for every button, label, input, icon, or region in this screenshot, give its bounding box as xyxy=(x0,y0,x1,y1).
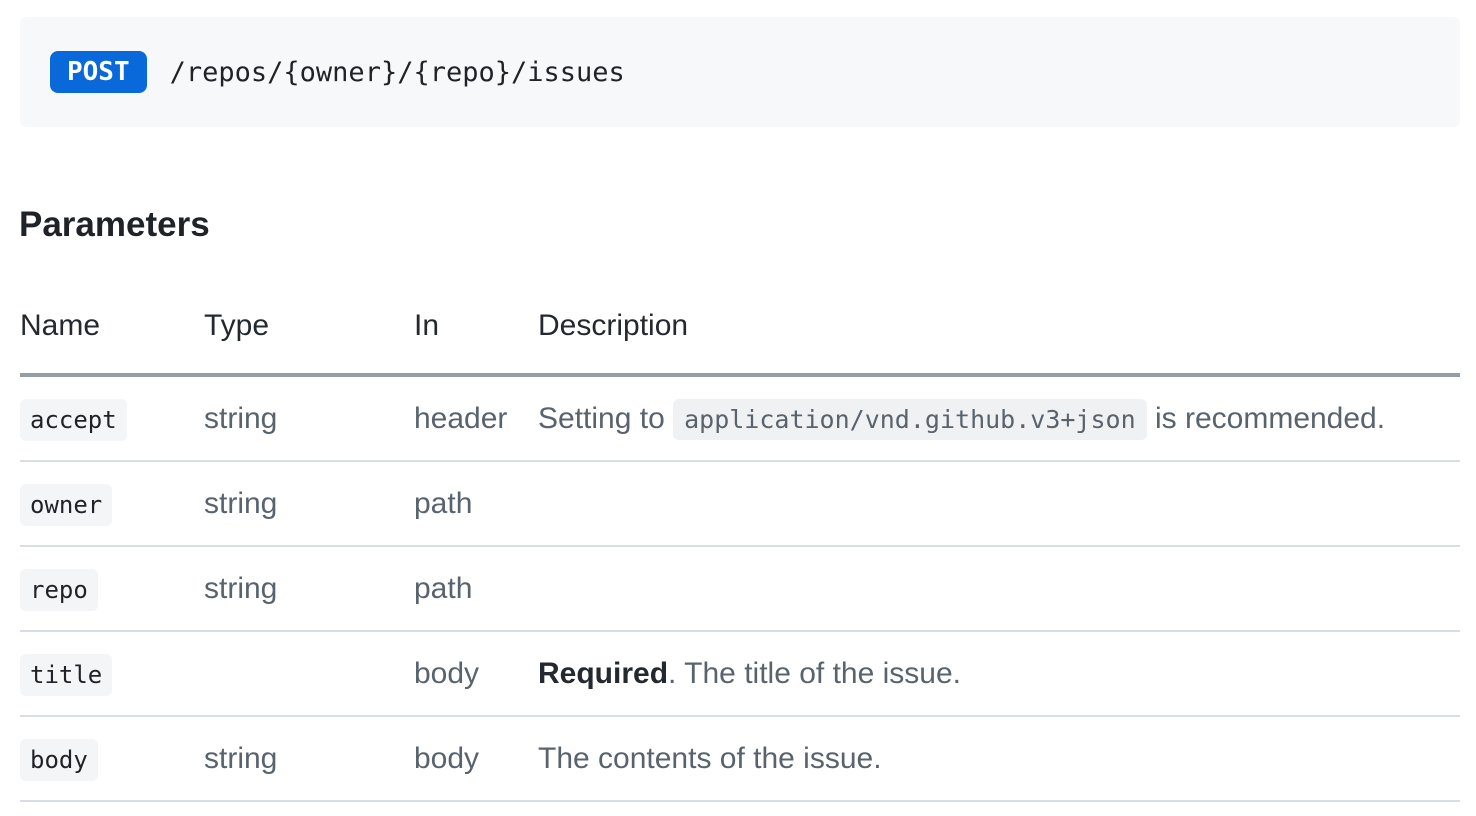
param-type-cell: string xyxy=(204,375,414,463)
param-name-cell: accept xyxy=(20,375,204,463)
param-in-cell: body xyxy=(414,716,538,803)
inline-code: application/vnd.github.v3+json xyxy=(673,399,1147,441)
column-header-description: Description xyxy=(538,303,1460,378)
column-header-type: Type xyxy=(204,303,414,378)
param-name-cell: body xyxy=(20,716,204,803)
parameters-heading: Parameters xyxy=(19,205,210,244)
param-description-cell: Setting to application/vnd.github.v3+jso… xyxy=(538,375,1460,463)
description-text: Setting to xyxy=(538,402,674,436)
required-label: Required xyxy=(538,657,669,691)
param-in-cell: body xyxy=(414,631,538,718)
param-description-cell xyxy=(538,461,1460,548)
parameter-name-badge: title xyxy=(20,654,113,697)
param-type-cell: string xyxy=(204,546,414,633)
param-in-cell: path xyxy=(414,546,538,633)
param-type-cell: string xyxy=(204,716,414,803)
param-in-cell: path xyxy=(414,461,538,548)
param-type-cell xyxy=(204,631,414,718)
param-name-cell: repo xyxy=(20,546,204,633)
param-name-cell: owner xyxy=(20,461,204,548)
parameter-name-badge: repo xyxy=(20,569,98,612)
param-in-cell: header xyxy=(414,375,538,463)
param-description-cell: Required. The title of the issue. xyxy=(538,631,1460,718)
description-text: is recommended. xyxy=(1146,402,1386,436)
column-header-name: Name xyxy=(20,303,204,378)
param-description-cell: The contents of the issue. xyxy=(538,716,1460,803)
endpoint-header-bar: POST /repos/{owner}/{repo}/issues xyxy=(20,17,1460,127)
parameter-name-badge: body xyxy=(20,739,98,782)
endpoint-path: /repos/{owner}/{repo}/issues xyxy=(169,56,625,88)
http-method-badge: POST xyxy=(50,51,147,93)
parameter-name-badge: accept xyxy=(20,399,127,442)
table-header-row: Name Type In Description xyxy=(20,303,1460,378)
description-text: The contents of the issue. xyxy=(538,742,882,776)
param-description-cell xyxy=(538,546,1460,633)
parameter-name-badge: owner xyxy=(20,484,113,527)
param-name-cell: title xyxy=(20,631,204,718)
description-text: . The title of the issue. xyxy=(668,657,961,691)
column-header-in: In xyxy=(414,303,538,378)
param-type-cell: string xyxy=(204,461,414,548)
